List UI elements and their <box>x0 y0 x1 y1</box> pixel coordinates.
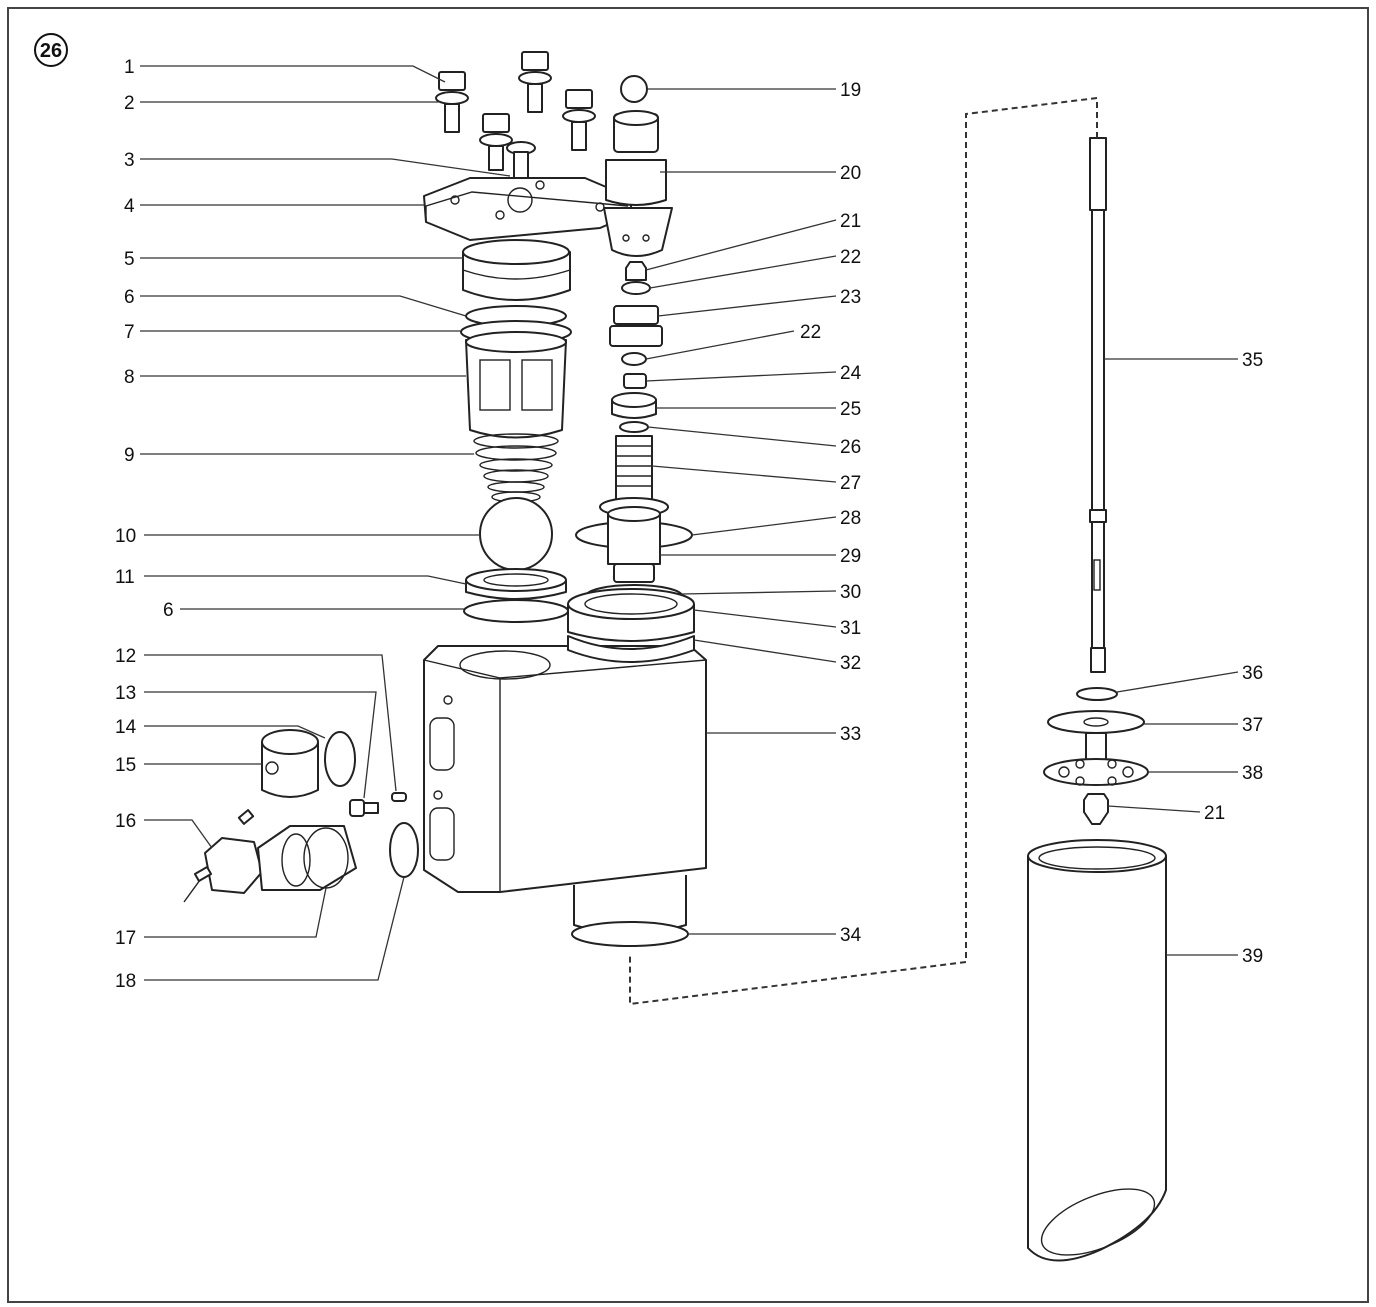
nut-part-24 <box>623 373 647 389</box>
callout-10: 10 <box>115 526 136 547</box>
callout-25: 25 <box>840 399 861 420</box>
callout-21-lower: 21 <box>1204 803 1225 824</box>
callout-30: 30 <box>840 582 861 603</box>
callout-22-upper: 22 <box>840 247 861 268</box>
callout-29: 29 <box>840 546 861 567</box>
tip-part-21-upper <box>625 261 647 281</box>
throat-cylinder-part-29 <box>607 506 661 583</box>
callout-1: 1 <box>124 57 135 78</box>
callout-35: 35 <box>1242 350 1263 371</box>
washer-part-36 <box>1076 687 1118 701</box>
gland-part-25 <box>611 392 657 419</box>
callout-23: 23 <box>840 287 861 308</box>
callout-22-lower: 22 <box>800 322 821 343</box>
screw-part-13 <box>349 799 379 817</box>
bolt-right <box>562 89 596 151</box>
callout-2: 2 <box>124 93 135 114</box>
callout-4: 4 <box>124 196 135 217</box>
callout-9: 9 <box>124 445 135 466</box>
callout-38: 38 <box>1242 763 1263 784</box>
sensor-part-16 <box>183 809 263 903</box>
ball-part-19 <box>620 75 648 103</box>
callout-17: 17 <box>115 928 136 949</box>
seal-ring-part-34 <box>571 921 689 947</box>
callout-11: 11 <box>115 567 135 588</box>
valve-cage-part-8 <box>465 331 567 439</box>
callout-5: 5 <box>124 249 135 270</box>
disc-part-37 <box>1047 710 1145 734</box>
valve-ball-part-10 <box>479 497 553 571</box>
valve-body-part-17 <box>257 825 357 891</box>
plug-part-15 <box>261 729 319 798</box>
perforated-disc-part-38 <box>1043 758 1149 786</box>
callout-27: 27 <box>840 473 861 494</box>
washer-part-22-lower <box>621 352 647 366</box>
bolt-front <box>479 113 513 171</box>
figure-badge: 26 <box>34 33 68 67</box>
callout-28: 28 <box>840 508 861 529</box>
spring-part-9 <box>473 433 559 503</box>
callout-3: 3 <box>124 150 135 171</box>
ring-part-26 <box>619 421 649 433</box>
callout-21-upper: 21 <box>840 211 861 232</box>
callout-20: 20 <box>840 163 861 184</box>
fitting-part-20 <box>603 110 673 257</box>
callout-12: 12 <box>115 646 136 667</box>
cap-part-5 <box>462 239 571 301</box>
pin-part-12 <box>391 792 407 802</box>
packing-stack-part-27 <box>615 435 653 501</box>
piston-rod-part-35 <box>1089 137 1107 673</box>
callout-6-lower: 6 <box>163 600 174 621</box>
callout-24: 24 <box>840 363 862 384</box>
washer-part-22-upper <box>621 281 651 295</box>
seal-ring-part-14 <box>324 731 356 787</box>
callout-31: 31 <box>840 618 861 639</box>
tip-part-21-lower <box>1083 793 1109 825</box>
drawing-frame <box>7 7 1369 1303</box>
callout-13: 13 <box>115 683 136 704</box>
suction-tube-part-39 <box>1027 839 1167 1262</box>
callout-labels: 1 2 3 4 5 6 7 8 9 10 11 6 12 13 14 15 16… <box>115 57 1263 992</box>
callout-15: 15 <box>115 755 136 776</box>
callout-36: 36 <box>1242 663 1263 684</box>
callout-33: 33 <box>840 724 861 745</box>
bolt-part-1 <box>435 71 469 133</box>
callout-16: 16 <box>115 811 136 832</box>
ring-part-32 <box>567 635 695 663</box>
dashed-assembly-path <box>629 96 1098 1006</box>
callout-39: 39 <box>1242 946 1263 967</box>
leader-lines <box>140 65 1239 981</box>
callout-34: 34 <box>840 925 862 946</box>
gland-nut-part-31 <box>567 588 695 642</box>
valve-seat-part-11 <box>465 568 567 600</box>
figure-badge-number: 26 <box>40 40 62 62</box>
callout-18: 18 <box>115 971 136 992</box>
callout-7: 7 <box>124 322 135 343</box>
nut-part-23 <box>609 305 663 347</box>
callout-8: 8 <box>124 367 135 388</box>
flange-plate-part-4 <box>423 177 633 241</box>
callout-6-upper: 6 <box>124 287 135 308</box>
callout-37: 37 <box>1242 715 1263 736</box>
callout-14: 14 <box>115 717 137 738</box>
callout-26: 26 <box>840 437 861 458</box>
pump-housing-part-33 <box>423 645 707 893</box>
bolt-set <box>435 51 596 193</box>
seal-ring-part-6-lower <box>463 599 569 623</box>
callout-19: 19 <box>840 80 861 101</box>
bolt-top-center <box>518 51 552 113</box>
seal-ring-part-18 <box>389 822 419 878</box>
callout-32: 32 <box>840 653 861 674</box>
